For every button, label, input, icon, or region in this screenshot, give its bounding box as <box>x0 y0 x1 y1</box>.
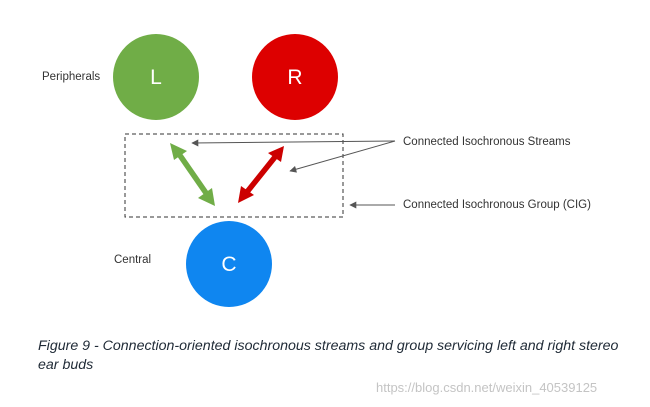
right-node-circle <box>252 34 338 120</box>
left-peripheral-node: L <box>113 34 199 120</box>
cis-pointer-to-green <box>191 139 396 147</box>
cis-label: Connected Isochronous Streams <box>403 136 571 148</box>
right-node-letter: R <box>287 66 302 89</box>
central-node: C <box>186 221 272 307</box>
cig-group-box <box>124 133 344 218</box>
central-label: Central <box>114 254 151 266</box>
left-node-circle <box>113 34 199 120</box>
cig-label: Connected Isochronous Group (CIG) <box>403 199 591 211</box>
right-peripheral-node: R <box>252 34 338 120</box>
left-node-letter: L <box>150 66 162 89</box>
central-node-circle <box>186 221 272 307</box>
right-stream-arrow <box>238 146 284 203</box>
peripherals-label: Peripherals <box>42 71 100 83</box>
cis-pointer-to-red <box>289 140 396 173</box>
central-node-letter: C <box>221 253 236 276</box>
watermark-text: https://blog.csdn.net/weixin_40539125 <box>376 380 598 395</box>
figure-caption: Figure 9 - Connection-oriented isochrono… <box>38 338 619 373</box>
left-stream-arrow <box>170 143 215 206</box>
